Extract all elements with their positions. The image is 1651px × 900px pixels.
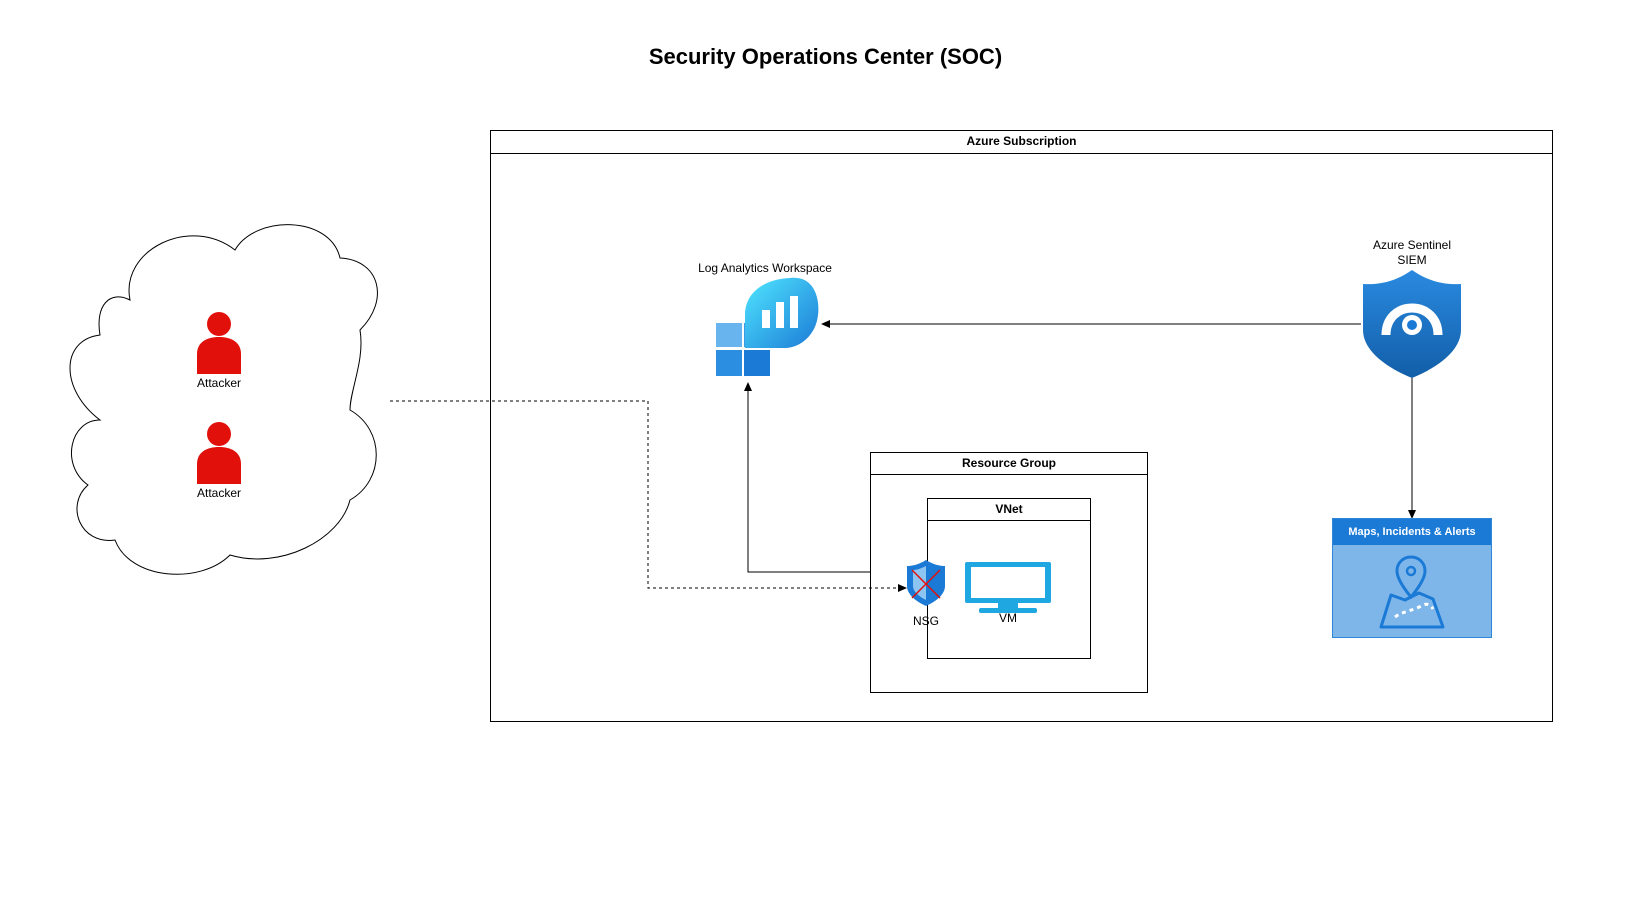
map-pin-icon (1379, 555, 1445, 629)
sentinel-label: Azure Sentinel (1372, 238, 1452, 252)
maps-incidents-alerts-card: Maps, Incidents & Alerts (1332, 518, 1492, 638)
internet-cloud (69, 224, 378, 575)
vm-label: VM (999, 611, 1017, 625)
attacker-label: Attacker (196, 376, 241, 390)
maps-card-header: Maps, Incidents & Alerts (1333, 519, 1491, 545)
subscription-title: Azure Subscription (966, 134, 1077, 148)
vnet-title: VNet (995, 502, 1023, 516)
sentinel-sublabel: SIEM (1397, 253, 1427, 267)
subscription-box (490, 130, 1553, 722)
resource-group-title: Resource Group (961, 456, 1057, 470)
sentinel-shield-icon (1363, 270, 1461, 378)
attack-connector (390, 400, 907, 592)
attacker-label: Attacker (196, 486, 241, 500)
monitor-icon (965, 562, 1051, 613)
log-analytics-icon (716, 277, 819, 376)
nsg-shield-icon (907, 560, 945, 606)
diagram-title: Security Operations Center (SOC) (648, 44, 1003, 69)
log-analytics-label: Log Analytics Workspace (698, 261, 832, 275)
nsg-to-log-analytics-connector (744, 382, 870, 573)
nsg-label: NSG (912, 614, 939, 628)
person-icon (197, 422, 241, 484)
person-icon (197, 312, 241, 374)
